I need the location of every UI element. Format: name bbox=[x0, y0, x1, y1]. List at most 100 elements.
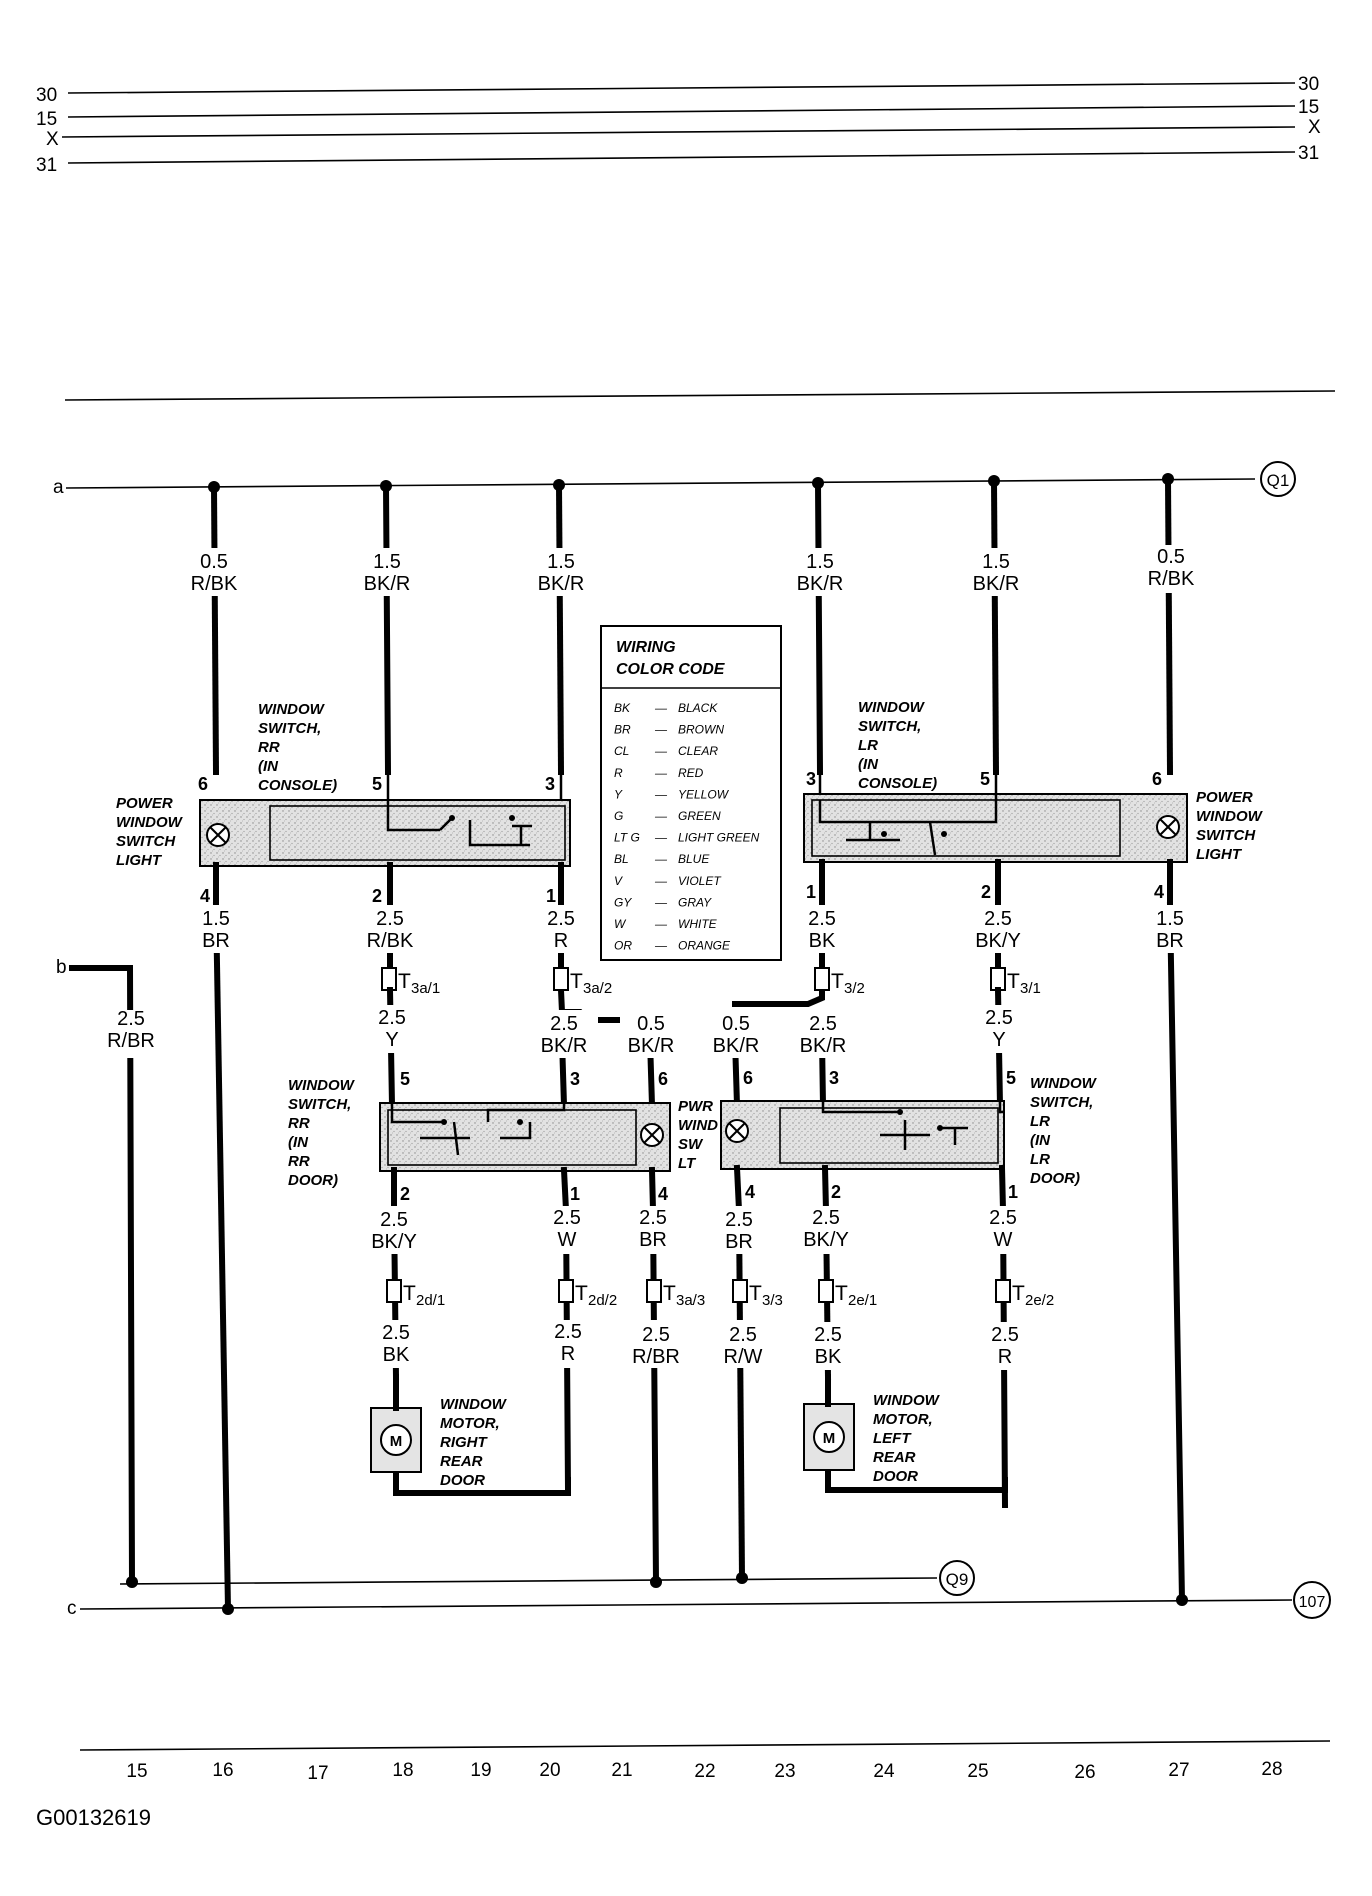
connector-t2d-2: T 2d/2 bbox=[558, 1279, 617, 1309]
column-number: 20 bbox=[539, 1760, 560, 1781]
svg-text:3a/1: 3a/1 bbox=[411, 980, 440, 997]
bus-x-right-label: X bbox=[1308, 117, 1321, 138]
legend-dash: — bbox=[654, 701, 668, 715]
svg-text:T: T bbox=[663, 1282, 676, 1305]
wire-label-color: BK/R bbox=[713, 1035, 760, 1057]
legend-color-name: VIOLET bbox=[678, 874, 722, 888]
connector-t3-2: T 3/2 bbox=[814, 967, 865, 997]
switch-title-line: CONSOLE) bbox=[258, 777, 337, 794]
pin-number: 4 bbox=[200, 886, 210, 906]
switch-contacts-icon bbox=[386, 800, 532, 847]
bus-31-left-label: 31 bbox=[36, 155, 57, 176]
legend-title-line2: COLOR CODE bbox=[616, 661, 726, 678]
motor-title-line: REAR bbox=[873, 1449, 916, 1466]
door-switch-lr: 6 3 5 4 2 1 WINDOW SWITCH, LR (IN LR DOO… bbox=[720, 1068, 1098, 1214]
pin-number: 2 bbox=[981, 882, 991, 902]
switch-title-line: SWITCH, bbox=[1030, 1094, 1093, 1111]
document-id: G00132619 bbox=[36, 1805, 151, 1830]
wire-label-gauge: 2.5 bbox=[814, 1324, 842, 1346]
column-number: 21 bbox=[611, 1760, 632, 1781]
pin-number: 4 bbox=[1154, 882, 1164, 902]
svg-text:2e/2: 2e/2 bbox=[1025, 1292, 1054, 1309]
legend-dash: — bbox=[654, 831, 668, 845]
wire-label-gauge: 1.5 bbox=[202, 908, 230, 930]
wire-label-gauge: 2.5 bbox=[808, 908, 836, 930]
svg-text:M: M bbox=[390, 1433, 403, 1450]
legend-color-name: LIGHT GREEN bbox=[678, 831, 760, 845]
wire-label-color: BK bbox=[809, 930, 836, 952]
connector-t3a-3: T 3a/3 bbox=[646, 1279, 705, 1309]
q9-ground-ref bbox=[939, 1560, 975, 1596]
console-switch-rr: 6 5 3 4 2 1 WINDOW SWITCH, RR (IN CONSOL… bbox=[198, 701, 571, 908]
wire-label-gauge: 2.5 bbox=[376, 908, 404, 930]
wire-label-gauge: 2.5 bbox=[554, 1321, 582, 1343]
wire-label-gauge: 1.5 bbox=[373, 551, 401, 573]
switch-title-line: SWITCH, bbox=[258, 720, 321, 737]
legend-dash: — bbox=[654, 723, 668, 737]
middle-wires bbox=[69, 901, 1194, 1615]
connectors-row-2: T 2d/1 T 2d/2 T 3a/3 T 3/3 T 2e/1 T 2e/2 bbox=[386, 1279, 1054, 1309]
svg-text:LT: LT bbox=[678, 1155, 697, 1172]
wire-label-gauge: 1.5 bbox=[806, 551, 834, 573]
svg-text:T: T bbox=[403, 1282, 416, 1305]
wire-label-gauge: 2.5 bbox=[812, 1207, 840, 1229]
wire-label-color: BK bbox=[383, 1344, 410, 1366]
wire-label-color: BR bbox=[725, 1231, 753, 1253]
wire-label-gauge: 2.5 bbox=[984, 908, 1012, 930]
svg-text:3/3: 3/3 bbox=[762, 1292, 783, 1309]
wire-label-gauge: 2.5 bbox=[991, 1324, 1019, 1346]
bus-lines: 30 15 X 31 30 15 X 31 bbox=[36, 74, 1321, 176]
column-number: 27 bbox=[1168, 1760, 1189, 1781]
motor-title-line: REAR bbox=[440, 1453, 483, 1470]
svg-text:LIGHT: LIGHT bbox=[1196, 846, 1243, 863]
pin-number: 5 bbox=[980, 769, 990, 789]
switch-title-line: WINDOW bbox=[858, 699, 926, 716]
switch-title-line: RR bbox=[288, 1115, 310, 1132]
pin-number: 6 bbox=[658, 1069, 668, 1089]
switch-title-line: (IN bbox=[1030, 1132, 1051, 1149]
window-motor-left-rear: M WINDOW MOTOR, LEFT REAR DOOR bbox=[803, 1374, 941, 1485]
svg-text:WINDOW: WINDOW bbox=[1196, 808, 1264, 825]
motor-title-line: DOOR bbox=[873, 1468, 918, 1485]
door-feed-wires bbox=[366, 986, 1024, 1109]
top-feed-wires bbox=[190, 473, 1202, 776]
motor-title-line: WINDOW bbox=[440, 1396, 508, 1413]
legend-code: LT G bbox=[614, 831, 640, 845]
switch-contacts-icon bbox=[390, 1103, 566, 1156]
wire-label-gauge: 1.5 bbox=[547, 551, 575, 573]
switch-title-line: WINDOW bbox=[1030, 1075, 1098, 1092]
wire-label-gauge: 2.5 bbox=[550, 1013, 578, 1035]
svg-text:3/1: 3/1 bbox=[1020, 980, 1041, 997]
motor-title-line: RIGHT bbox=[440, 1434, 489, 1451]
low-wire-labels-2: 2.5 BK 2.5 R 2.5 R/BR 2.5 R/W 2.5 BK 2.5… bbox=[382, 1321, 1019, 1368]
wire-label-gauge: 1.5 bbox=[1156, 908, 1184, 930]
svg-text:T: T bbox=[831, 970, 844, 993]
svg-text:T: T bbox=[749, 1282, 762, 1305]
pin-number: 6 bbox=[1152, 769, 1162, 789]
wire-label-color: BK/R bbox=[973, 573, 1020, 595]
wire-label-color: BK/Y bbox=[803, 1229, 849, 1251]
motor-title-line: WINDOW bbox=[873, 1392, 941, 1409]
svg-text:3a/3: 3a/3 bbox=[676, 1292, 705, 1309]
bus-30-right-label: 30 bbox=[1298, 74, 1319, 95]
svg-text:3/2: 3/2 bbox=[844, 980, 865, 997]
svg-text:2e/1: 2e/1 bbox=[848, 1292, 877, 1309]
ground-107-ref bbox=[1293, 1581, 1331, 1619]
legend-color-name: WHITE bbox=[678, 917, 718, 931]
wire-label-gauge: 0.5 bbox=[1157, 546, 1185, 568]
mid-wire-labels-1: 1.5 BR 2.5 R/BK 2.5 R 2.5 BK 2.5 BK/Y 1.… bbox=[202, 908, 1184, 952]
rail-c-label: c bbox=[67, 1598, 77, 1619]
column-number: 22 bbox=[694, 1761, 715, 1782]
wire-label-color: R/BK bbox=[1148, 568, 1195, 590]
wire-label-color: BK/R bbox=[628, 1035, 675, 1057]
column-number: 18 bbox=[392, 1760, 413, 1781]
legend-code: OR bbox=[614, 939, 632, 953]
color-code-legend: WIRING COLOR CODE BK—BLACKBR—BROWNCL—CLE… bbox=[600, 625, 782, 961]
wire-label-color: R/BR bbox=[632, 1346, 680, 1368]
legend-color-name: CLEAR bbox=[678, 744, 718, 758]
bus-15-left-label: 15 bbox=[36, 109, 57, 130]
svg-text:M: M bbox=[823, 1430, 836, 1447]
separator-line bbox=[64, 390, 1336, 401]
q1-ground-ref bbox=[1260, 461, 1296, 497]
